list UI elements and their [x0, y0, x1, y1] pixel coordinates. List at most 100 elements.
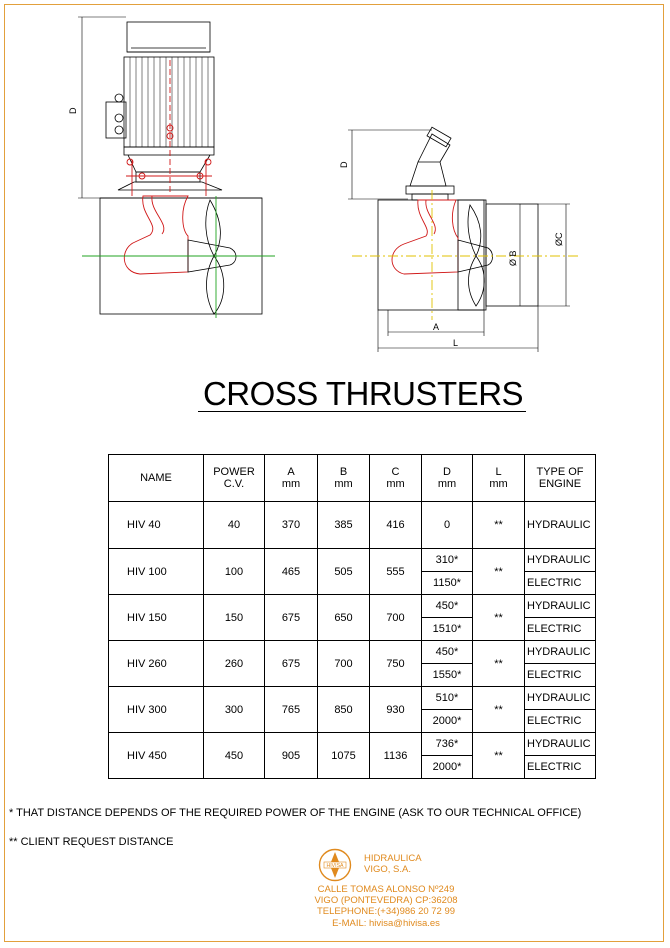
right-gearbox	[391, 199, 459, 275]
right-dim-b-label: Ø B	[508, 250, 518, 266]
table-row: HIV 150 150 675 650 700 450* ** HYDRAULI…	[108, 594, 596, 641]
page-title: CROSS THRUSTERS	[202, 375, 524, 412]
table-subrow: 2000* ELECTRIC	[109, 755, 596, 779]
cell-power: 100	[203, 548, 265, 595]
cell-a: 675	[264, 594, 318, 641]
cell-engine: HYDRAULIC	[524, 501, 596, 549]
cell-engine: ELECTRIC	[524, 571, 596, 595]
left-dim-d-label: D	[68, 107, 78, 114]
cell-engine: HYDRAULIC	[524, 548, 596, 572]
technical-drawing: D D ØC Ø B A L	[68, 16, 578, 352]
title-underline	[198, 411, 526, 412]
header-name: NAME	[108, 454, 204, 502]
company-name-line2: VIGO, S.A.	[364, 864, 411, 875]
cell-engine: ELECTRIC	[524, 755, 596, 779]
cell-b: 650	[317, 594, 370, 641]
cell-name: HIV 260	[108, 640, 204, 687]
cell-engine: ELECTRIC	[524, 617, 596, 641]
cell-b: 505	[317, 548, 370, 595]
cell-l: **	[472, 686, 525, 733]
logo-text: HIVISA	[326, 863, 344, 869]
cell-engine: HYDRAULIC	[524, 732, 596, 756]
cell-d: 510*	[421, 686, 473, 710]
cell-b: 700	[317, 640, 370, 687]
cell-d: 1150*	[421, 571, 473, 595]
cell-d: 2000*	[421, 709, 473, 733]
cell-a: 370	[264, 501, 318, 549]
email-link[interactable]: E-MAIL: hivisa@hivisa.es	[332, 917, 440, 929]
cell-name: HIV 150	[108, 594, 204, 641]
cell-engine: HYDRAULIC	[524, 594, 596, 618]
cell-d: 450*	[421, 594, 473, 618]
cell-c: 930	[369, 686, 422, 733]
cell-a: 905	[264, 732, 318, 779]
cell-d: 0	[421, 501, 473, 549]
table-row: HIV 450 450 905 1075 1136 736* ** HYDRAU…	[108, 732, 596, 779]
table-subrow: 1510* ELECTRIC	[109, 617, 596, 641]
address-city: VIGO (PONTEVEDRA) CP:36208	[314, 895, 458, 907]
right-dim-d-label: D	[339, 161, 349, 168]
cell-power: 450	[203, 732, 265, 779]
cell-l: **	[472, 640, 525, 687]
cell-c: 555	[369, 548, 422, 595]
cell-l: **	[472, 548, 525, 595]
right-dim-a-label: A	[433, 322, 439, 332]
footnote-double-asterisk: ** CLIENT REQUEST DISTANCE	[9, 836, 174, 848]
company-logo: HIVISA	[318, 848, 352, 882]
cell-engine: HYDRAULIC	[524, 686, 596, 710]
cell-a: 465	[264, 548, 318, 595]
footnote-single-asterisk: * THAT DISTANCE DEPENDS OF THE REQUIRED …	[9, 807, 582, 819]
right-dim-l-label: L	[453, 338, 458, 348]
cell-d: 1550*	[421, 663, 473, 687]
cell-l: **	[472, 732, 525, 779]
cell-d: 450*	[421, 640, 473, 664]
cell-b: 850	[317, 686, 370, 733]
cell-engine: ELECTRIC	[524, 663, 596, 687]
table-row: HIV 100 100 465 505 555 310* ** HYDRAULI…	[108, 548, 596, 595]
table-subrow: 2000* ELECTRIC	[109, 709, 596, 733]
right-dim-c-label: ØC	[554, 232, 564, 246]
table-row: HIV 40 40 370 385 416 0 ** HYDRAULIC	[108, 501, 596, 549]
company-name-line1: HIDRAULICA	[364, 853, 422, 864]
cell-l: **	[472, 501, 525, 549]
cell-d: 2000*	[421, 755, 473, 779]
cell-name: HIV 40	[108, 501, 204, 549]
cell-power: 260	[203, 640, 265, 687]
left-propeller	[187, 199, 237, 315]
table-row: HIV 300 300 765 850 930 510* ** HYDRAULI…	[108, 686, 596, 733]
cell-c: 750	[369, 640, 422, 687]
address-street: CALLE TOMAS ALONSO Nº249	[317, 884, 455, 895]
table-row: HIV 260 260 675 700 750 450* ** HYDRAULI…	[108, 640, 596, 687]
telephone: TELEPHONE:(+34)986 20 72 99	[316, 906, 456, 918]
cell-name: HIV 450	[108, 732, 204, 779]
left-gearbox	[123, 60, 212, 275]
cell-a: 765	[264, 686, 318, 733]
cell-a: 675	[264, 640, 318, 687]
cell-name: HIV 300	[108, 686, 204, 733]
cell-power: 150	[203, 594, 265, 641]
cell-d: 310*	[421, 548, 473, 572]
right-view	[348, 126, 570, 352]
cell-c: 1136	[369, 732, 422, 779]
page-border	[4, 4, 664, 942]
cell-power: 300	[203, 686, 265, 733]
cell-name: HIV 100	[108, 548, 204, 595]
right-propeller	[457, 204, 493, 307]
cell-c: 416	[369, 501, 422, 549]
cell-b: 385	[317, 501, 370, 549]
company-name: HIDRAULICA VIGO, S.A.	[364, 853, 422, 875]
cell-power: 40	[203, 501, 265, 549]
cell-b: 1075	[317, 732, 370, 779]
cell-d: 736*	[421, 732, 473, 756]
company-contact: CALLE TOMAS ALONSO Nº249 VIGO (PONTEVEDR…	[290, 884, 482, 929]
cell-c: 700	[369, 594, 422, 641]
